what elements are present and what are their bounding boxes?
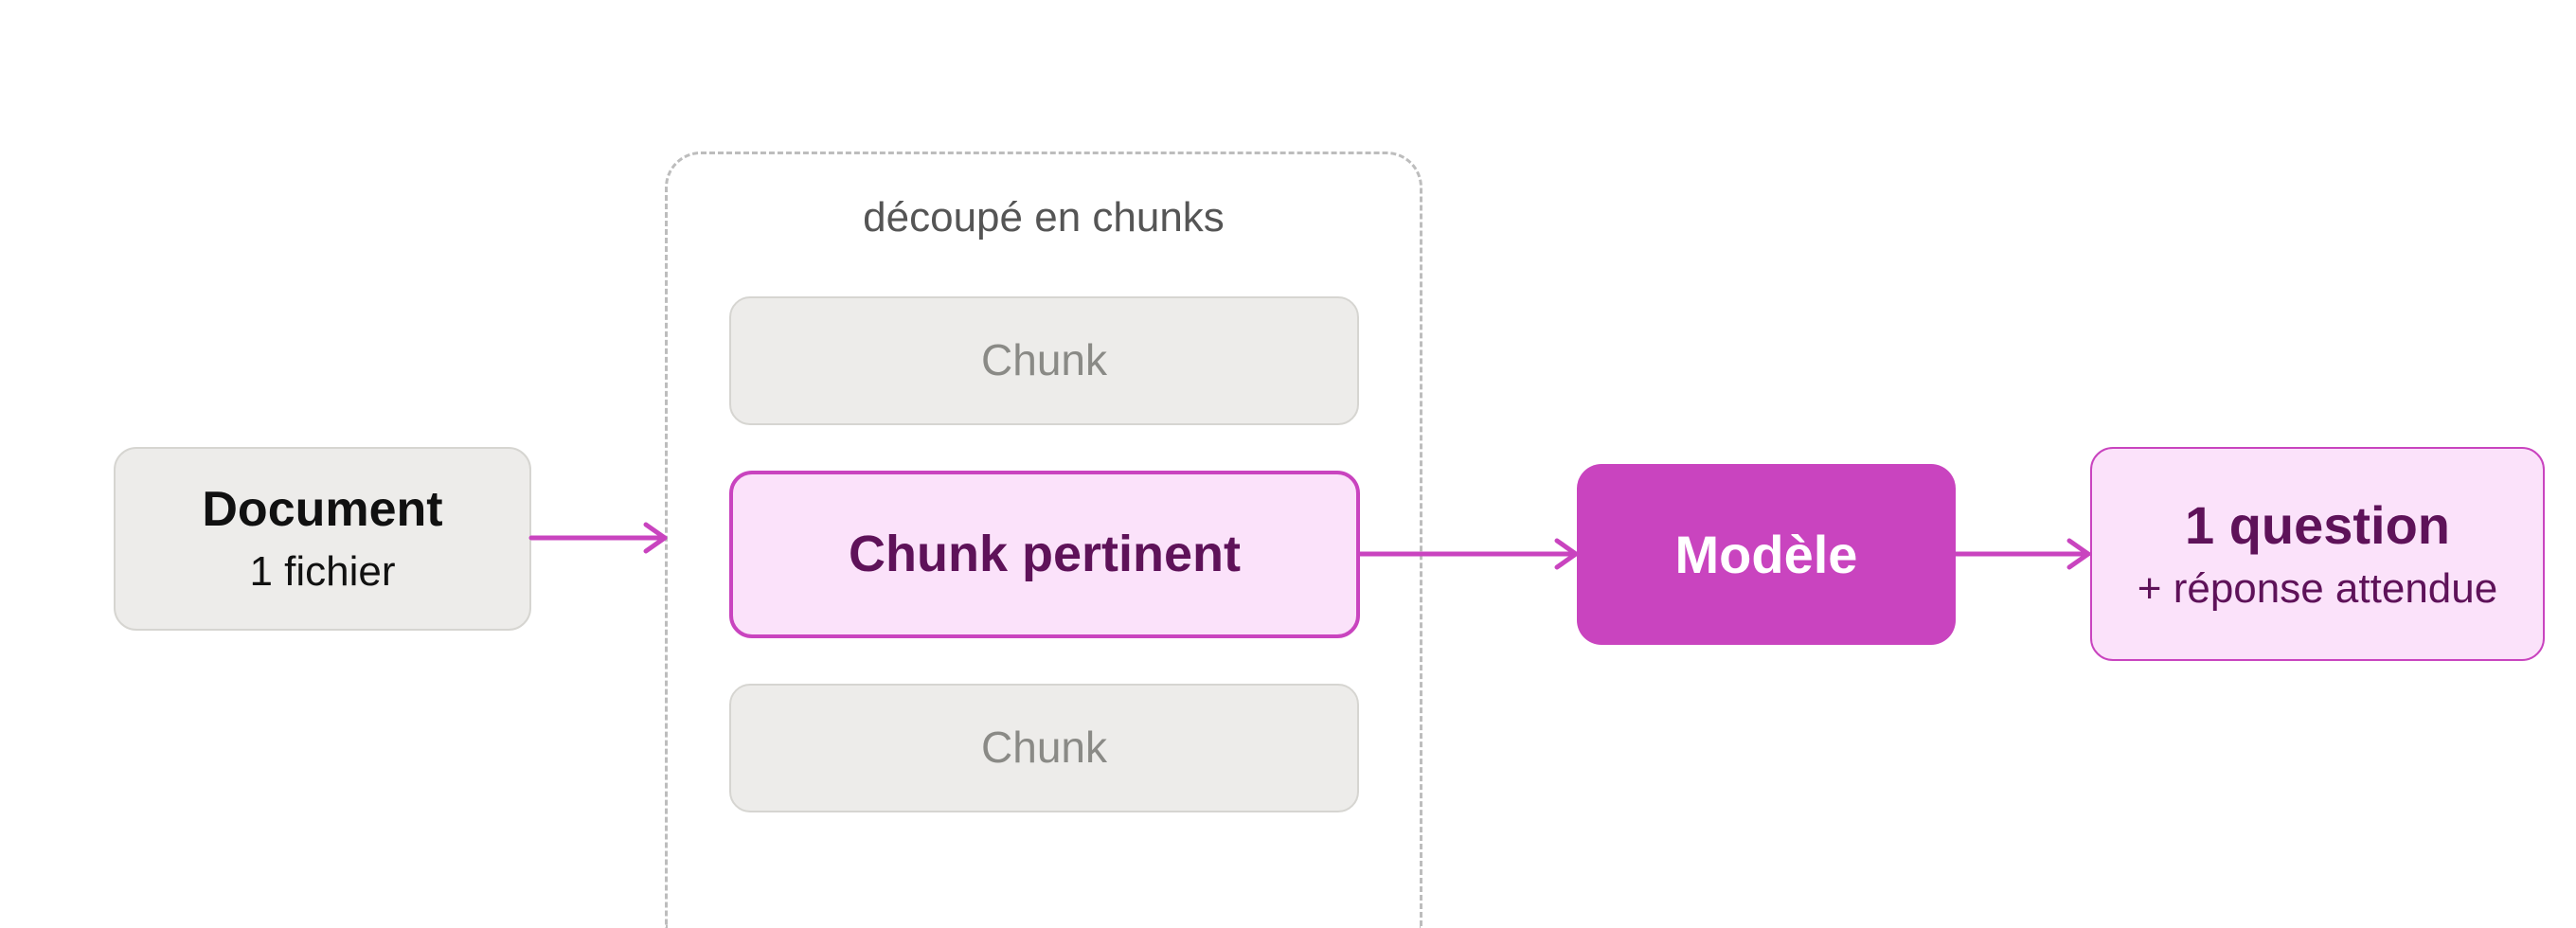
question-title: 1 question	[2184, 495, 2451, 555]
answer-subtitle: + réponse attendue	[2137, 565, 2498, 613]
arrow-document-to-chunks	[528, 522, 668, 554]
arrow-model-to-question	[1953, 538, 2091, 570]
model-box: Modèle	[1577, 464, 1956, 645]
document-title: Document	[202, 482, 443, 538]
document-box: Document 1 fichier	[114, 447, 531, 631]
chunk-top: Chunk	[729, 296, 1359, 425]
document-subtitle: 1 fichier	[249, 547, 396, 595]
chunk-bottom: Chunk	[729, 684, 1359, 812]
chunk-relevant: Chunk pertinent	[729, 471, 1360, 638]
chunks-group-label: découpé en chunks	[863, 194, 1225, 241]
diagram-canvas: Document 1 fichier découpé en chunks Chu…	[114, 152, 2545, 928]
question-answer-box: 1 question + réponse attendue	[2090, 447, 2545, 661]
